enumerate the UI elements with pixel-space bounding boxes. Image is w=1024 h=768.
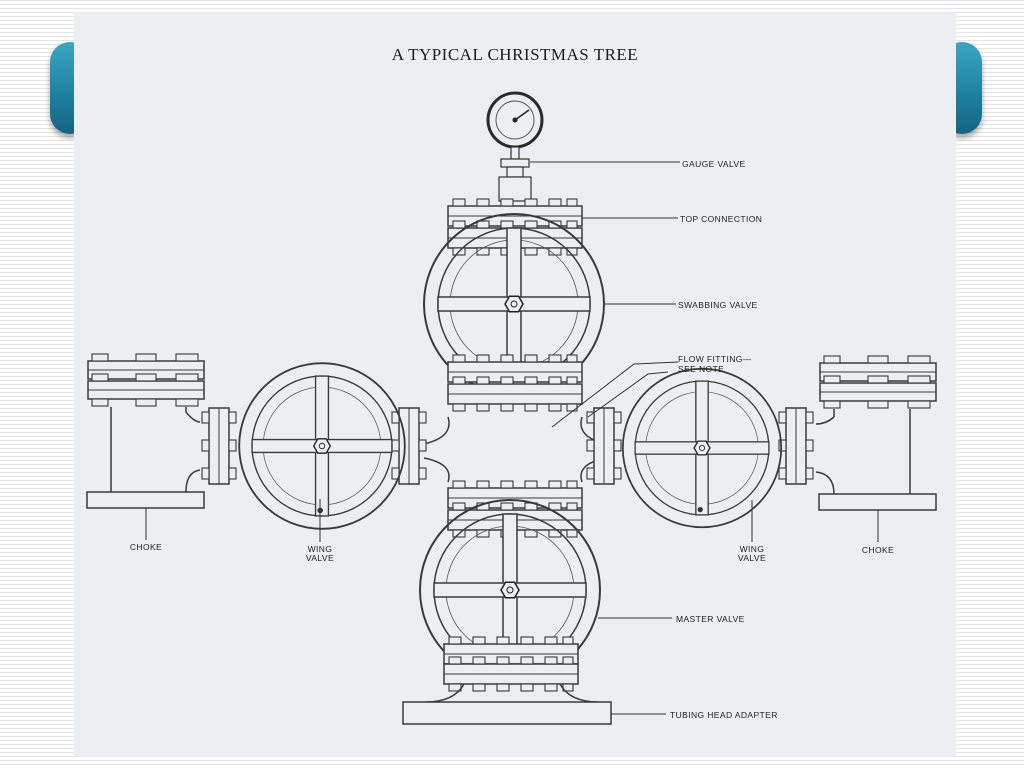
tubing-head-adapter [402,636,612,725]
label-choke-right: CHOKE [861,545,895,555]
label-flow-fitting: FLOW FITTING— [678,354,752,364]
label-choke-left: CHOKE [129,542,163,552]
left-wing-valve [201,362,427,530]
label-top-connection: TOP CONNECTION [680,214,763,224]
label-swabbing-valve: SWABBING VALVE [678,300,758,310]
christmas-tree-drawing [86,91,937,725]
right-wing-valve [586,367,814,529]
diagram-sheet: A TYPICAL CHRISTMAS TREE GAUGE VALVE TOP… [74,12,956,756]
label-gauge-valve: GAUGE VALVE [682,159,746,169]
label-tubing-head-adapter: TUBING HEAD ADAPTER [670,710,778,720]
label-wing-valve-right-2: VALVE [737,553,767,563]
label-flow-fitting-note: SEE NOTE [678,364,725,374]
left-choke [86,353,205,509]
label-master-valve: MASTER VALVE [676,614,745,624]
label-wing-valve-left-1: WING [307,544,333,554]
label-wing-valve-right-1: WING [739,544,765,554]
flow-fitting [423,354,607,538]
right-choke [815,355,937,511]
leader-lines [145,161,879,715]
diagram-title: A TYPICAL CHRISTMAS TREE [391,45,639,64]
label-wing-valve-left-2: VALVE [305,553,335,563]
pressure-gauge [486,91,544,202]
